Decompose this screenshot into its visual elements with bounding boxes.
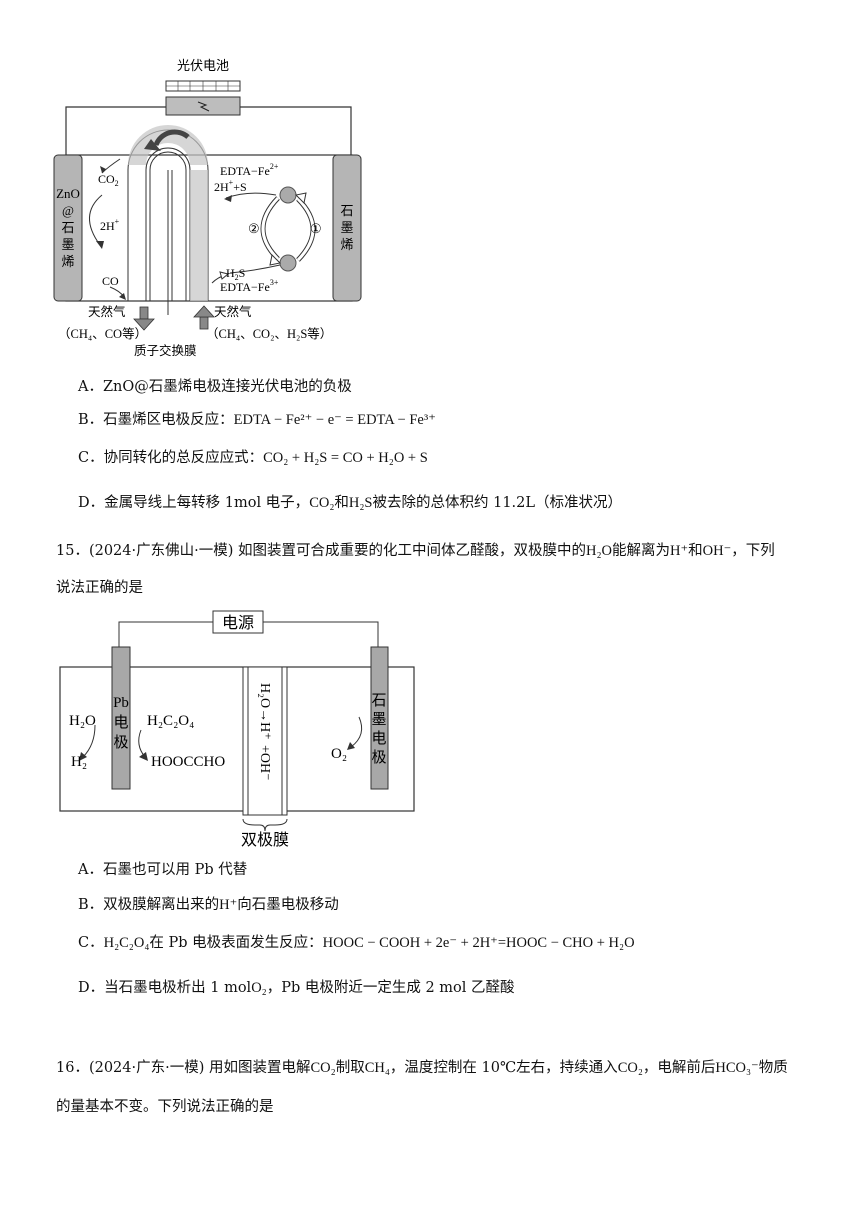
solar-label: 光伏电池	[177, 58, 229, 73]
step-1-label: ①	[310, 221, 322, 236]
hoocccho-label: HOOCCHO	[151, 754, 225, 770]
q14-option-c: C．协同转化的总反应应式：CO₂ + H₂S = CO + H₂O + S	[78, 450, 428, 466]
q15-option-a: A．石墨也可以用 Pb 代替	[78, 862, 248, 878]
right-electrode-label: 石 墨 烯	[340, 203, 353, 252]
pb-electrode-label: Pb 电 极	[113, 695, 129, 751]
q16-stem-line1: 16．(2024·广东·一模) 用如图装置电解CO₂制取CH₄，温度控制在 10…	[56, 1060, 788, 1076]
o2-label: O₂	[331, 746, 347, 762]
h2-label: H₂	[71, 754, 87, 770]
q15-stem-line1: 15．(2024·广东佛山·一模) 如图装置可合成重要的化工中间体乙醛酸，双极膜…	[56, 543, 775, 559]
graphite-electrode-label: 石 墨 电 极	[371, 693, 386, 766]
svg-text:石: 石	[61, 220, 74, 235]
svg-text:电: 电	[113, 714, 128, 731]
svg-text:@: @	[62, 203, 74, 218]
co-label: CO	[102, 274, 119, 288]
svg-text:墨: 墨	[61, 237, 74, 252]
gas-in-label: 天然气	[214, 304, 252, 319]
svg-text:烯: 烯	[340, 237, 353, 252]
step-2-label: ②	[248, 221, 260, 236]
svg-text:H₂O→H⁺: H₂O→H⁺	[257, 683, 272, 740]
edta-fe2-label: EDTA−Fe2+	[220, 162, 279, 178]
svg-text:墨: 墨	[371, 712, 386, 728]
electrolysis-diagram-2: 电源 H₂O→H⁺ +OH⁻ Pb 电 极 石 墨 电 极 H₂O H₂ H₂C…	[59, 610, 415, 849]
svg-text:+OH⁻: +OH⁻	[257, 745, 272, 781]
h-plus-label: 2H+	[100, 217, 120, 233]
svg-text:烯: 烯	[61, 254, 74, 269]
q15-option-d: D．当石墨电极析出 1 molO₂，Pb 电极附近一定生成 2 mol 乙醛酸	[78, 980, 515, 996]
q14-option-a: A．ZnO@石墨烯电极连接光伏电池的负极	[78, 379, 352, 395]
q14-option-b: B．石墨烯区电极反应：EDTA − Fe²⁺ − e⁻ = EDTA − Fe³…	[78, 412, 436, 428]
svg-text:ZnO: ZnO	[56, 186, 80, 201]
bipolar-membrane-label: 双极膜	[241, 831, 289, 849]
svg-text:墨: 墨	[340, 220, 353, 235]
edta-fe3-label: EDTA−Fe3+	[220, 278, 279, 294]
svg-text:Pb: Pb	[113, 695, 129, 711]
svg-text:石: 石	[340, 203, 353, 218]
h-s-label: 2H++S	[214, 178, 247, 194]
membrane-dissociation: H₂O→H⁺	[257, 683, 272, 740]
left-electrode-label: ZnO @ 石 墨 烯	[56, 186, 80, 269]
svg-text:电: 电	[371, 730, 386, 747]
q14-option-d: D．金属导线上每转移 1mol 电子，CO₂和H₂S被去除的总体积约 11.2L…	[78, 495, 623, 511]
power-label: 电源	[222, 614, 254, 632]
q15-stem-line2: 说法正确的是	[56, 580, 143, 596]
electrolysis-diagram-1: 光伏电池 ZnO @ 石 墨 烯 石 墨 烯 CO2 2H+ CO EDTA−F…	[53, 58, 362, 358]
gas-out-label: 天然气	[88, 304, 126, 319]
co2-label: CO2	[98, 172, 119, 188]
gas-in-composition: （CH₄、CO₂、H₂S等）	[206, 326, 332, 341]
h2o-label: H₂O	[69, 713, 96, 729]
h2c2o4-label: H₂C₂O₄	[147, 713, 194, 729]
q15-option-c: C．H₂C₂O₄在 Pb 电极表面发生反应：HOOC − COOH + 2e⁻ …	[78, 935, 635, 951]
svg-text:极: 极	[113, 734, 128, 751]
h2s-label: H2S	[226, 266, 245, 282]
membrane-label: 质子交换膜	[134, 343, 197, 358]
q16-stem-line2: 的量基本不变。下列说法正确的是	[56, 1099, 274, 1115]
svg-text:石: 石	[371, 693, 386, 709]
svg-text:极: 极	[371, 749, 386, 766]
gas-out-composition: （CH₄、CO等）	[58, 326, 147, 341]
q15-option-b: B．双极膜解离出来的H⁺向石墨电极移动	[78, 897, 339, 913]
